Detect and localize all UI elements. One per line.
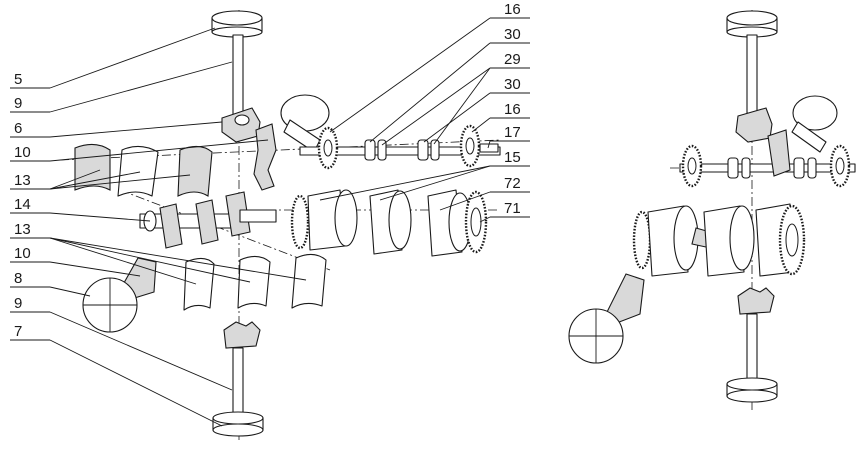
- callout-label: 16: [504, 1, 521, 18]
- callout-label: 30: [504, 26, 521, 43]
- cam-gear-left-hub: [323, 139, 333, 157]
- callout-label: 6: [14, 120, 22, 137]
- callout-label: 10: [14, 144, 31, 161]
- assembled-view: [568, 10, 856, 410]
- right-callout-labels: 16 30 29 30 16 17 15 72 71: [504, 1, 521, 217]
- exploded-view: 5 9 6 10 13 14 13 10 8 9 7 16 30 29 30 1…: [10, 1, 530, 440]
- bottom-rod-cap: [223, 321, 261, 349]
- assembled-bearing-2-face: [729, 205, 755, 271]
- callout-label: 29: [504, 51, 521, 68]
- assembled-flywheel: [792, 95, 838, 131]
- assembled-crank-web: [767, 129, 791, 177]
- camshaft-assembly: [299, 124, 501, 170]
- callout-label: 72: [504, 175, 521, 192]
- callout-label: 16: [504, 101, 521, 118]
- crank-arm-upper: [253, 123, 277, 191]
- bottom-piston-crown: [212, 411, 264, 425]
- assembled-cam-lobe-1: [727, 157, 739, 179]
- assembled-flywheel-shaft: [791, 121, 827, 153]
- assembled-bottom-piston-crown: [726, 377, 778, 391]
- callout-label: 8: [14, 270, 22, 287]
- assembled-camshaft: [679, 163, 856, 173]
- assembled-gear-left-hub: [687, 157, 697, 175]
- bottom-connecting-rod-9: [232, 347, 244, 417]
- crank-web-2: [195, 199, 219, 245]
- bottom-piston-base: [212, 423, 264, 437]
- callout-label: 7: [14, 323, 22, 340]
- rod-cap-bore: [234, 114, 250, 126]
- callout-label: 15: [504, 149, 521, 166]
- callout-label: 71: [504, 200, 521, 217]
- main-bearing-set: [290, 189, 488, 257]
- bearing-gear-right-hub: [470, 207, 482, 237]
- assembled-bottom-rod: [746, 313, 758, 383]
- callout-label: 9: [14, 295, 22, 312]
- callout-label: 5: [14, 71, 22, 88]
- right-leader-lines: [319, 17, 530, 223]
- lower-shell-1: [183, 257, 215, 311]
- callout-label: 13: [14, 221, 31, 238]
- assembled-gear-right-hub: [835, 157, 845, 175]
- cam-lobe-30a: [364, 139, 376, 161]
- cam-lobe-29: [377, 139, 387, 161]
- left-callout-labels: 5 9 6 10 13 14 13 10 8 9 7: [14, 71, 31, 340]
- assembled-bottom-rod-cap: [737, 287, 775, 315]
- callout-label: 13: [14, 172, 31, 189]
- callout-label: 14: [14, 196, 31, 213]
- lower-shell-3: [291, 253, 327, 309]
- lower-shell-2: [237, 255, 271, 309]
- flywheel-assembly: [253, 94, 330, 191]
- assembled-lower-rod: [605, 273, 645, 325]
- crank-web-3: [225, 191, 251, 237]
- main-bearing-1-face: [334, 189, 358, 247]
- cam-lobe-30b: [417, 139, 429, 161]
- callout-label: 9: [14, 95, 22, 112]
- top-connecting-rod-9: [232, 34, 244, 116]
- cam-lobe-29b: [430, 139, 440, 161]
- diagonal-axis-line: [119, 189, 331, 271]
- upper-bearing-shells: [74, 143, 213, 197]
- bearing-gear-left: [290, 194, 310, 250]
- assembled-bearing-gear-left: [632, 210, 652, 270]
- upper-shell-2: [117, 145, 159, 197]
- top-piston-crown: [211, 10, 263, 26]
- callout-label: 17: [504, 124, 521, 141]
- assembled-top-piston-crown: [726, 10, 778, 26]
- callout-label: 10: [14, 245, 31, 262]
- assembled-bottom-piston-base: [726, 389, 778, 403]
- lower-bearing-shells: [183, 253, 327, 311]
- assembled-cam-lobe-4: [807, 157, 817, 179]
- assembled-cam-lobe-2: [741, 157, 751, 179]
- upper-shell-3: [177, 145, 213, 197]
- top-piston-assembly: [211, 10, 263, 143]
- crank-web-1: [159, 203, 183, 249]
- assembled-top-rod-cap: [735, 107, 773, 143]
- camshaft: [299, 146, 501, 156]
- crankshaft-tail: [239, 209, 277, 223]
- assembled-bearing-gear-right-hub: [785, 223, 799, 257]
- main-bearing-2-face: [388, 190, 412, 250]
- assembled-cam-lobe-3: [793, 157, 805, 179]
- callout-label: 30: [504, 76, 521, 93]
- left-leader-lines: [10, 27, 307, 427]
- assembled-top-rod: [746, 34, 758, 114]
- cam-gear-right-hub: [465, 137, 475, 155]
- crankshaft-14: [139, 191, 277, 249]
- bottom-piston-assembly: [212, 321, 264, 437]
